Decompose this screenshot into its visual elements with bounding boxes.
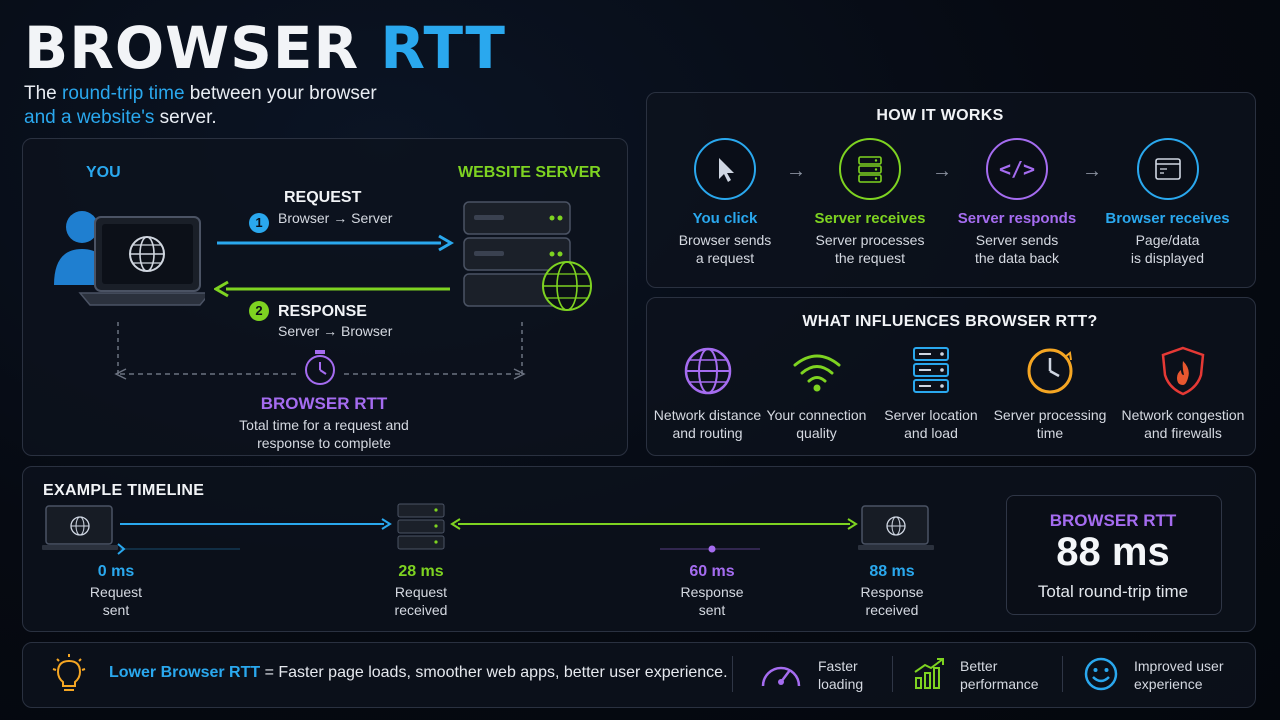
user-laptop-icon [54,211,205,306]
response-step-number: 2 [249,301,269,321]
rtt-span-indicator [114,322,526,385]
influences-panel [646,297,1256,456]
server-label: WEBSITE SERVER [458,164,601,181]
server-globe-icon [463,201,592,311]
step-arrow-icon: → [1082,160,1102,182]
request-subtitle: Browser → Server [278,210,393,226]
firewall-icon [1161,346,1205,396]
step-arrow-icon: → [786,160,806,182]
how-step-1: You click Browser sends a request [665,138,785,267]
influence-network-congestion: Network congestion and firewalls [1116,345,1250,442]
footer-divider [1062,656,1063,692]
growth-chart-icon [914,658,944,689]
request-step-number: 1 [249,213,269,233]
response-subtitle: Server → Browser [278,323,393,339]
response-arrow [214,280,450,298]
influence-connection-quality: Your connection quality [764,345,869,442]
rtt-title: BROWSER RTT [260,394,388,413]
how-it-works-title: HOW IT WORKS [876,107,1004,124]
summary-title: BROWSER RTT [1049,511,1177,530]
browser-window-icon [1136,138,1199,200]
influence-server-location: Server location and load [876,345,986,442]
globe-icon [684,347,731,395]
how-step-3: </> Server responds Server sends the dat… [952,138,1082,267]
clock-icon [1027,348,1073,394]
rtt-description-line2: response to complete [257,435,391,451]
page-title: BROWSER RTT [24,14,506,82]
how-step-4: Browser receives Page/data is displayed [1100,138,1235,267]
step-arrow-icon: → [932,160,952,182]
wifi-icon [793,354,840,392]
timeline-point-60ms: 60 ms Response sent [680,563,744,618]
footer-message: Lower Browser RTT = Faster page loads, s… [109,664,728,681]
timeline-track [42,503,934,555]
code-icon: </> [986,138,1048,200]
timeline-point-88ms: 88 ms Response received [860,563,924,618]
timeline-point-28ms: 28 ms Request received [394,563,448,618]
request-title: REQUEST [284,189,362,206]
server-icon [839,138,901,200]
how-step-2: Server receives Server processes the req… [805,138,935,267]
lightbulb-icon [52,654,86,691]
influence-network-distance: Network distance and routing [650,345,765,442]
influences-title: WHAT INFLUENCES BROWSER RTT? [802,313,1098,330]
you-label: YOU [86,164,121,181]
summary-description: Total round-trip time [1037,582,1189,601]
timeline-title: EXAMPLE TIMELINE [43,482,205,499]
summary-value: 88 ms [1056,530,1170,574]
timeline-point-0ms: 0 ms Request sent [89,563,143,618]
speedometer-icon [761,666,801,687]
page-subtitle: The round-trip time between your browser… [24,83,377,128]
request-arrow [217,234,454,252]
cursor-icon [694,138,756,200]
smiley-icon [1084,657,1118,691]
footer-bar [22,642,1256,708]
rtt-summary-box [1006,495,1222,615]
footer-divider [892,656,893,692]
footer-divider [732,656,733,692]
influence-server-processing: Server processing time [992,345,1108,442]
server-rack-icon [913,347,949,393]
rtt-description-line1: Total time for a request and [239,417,409,433]
response-title: RESPONSE [278,303,367,320]
